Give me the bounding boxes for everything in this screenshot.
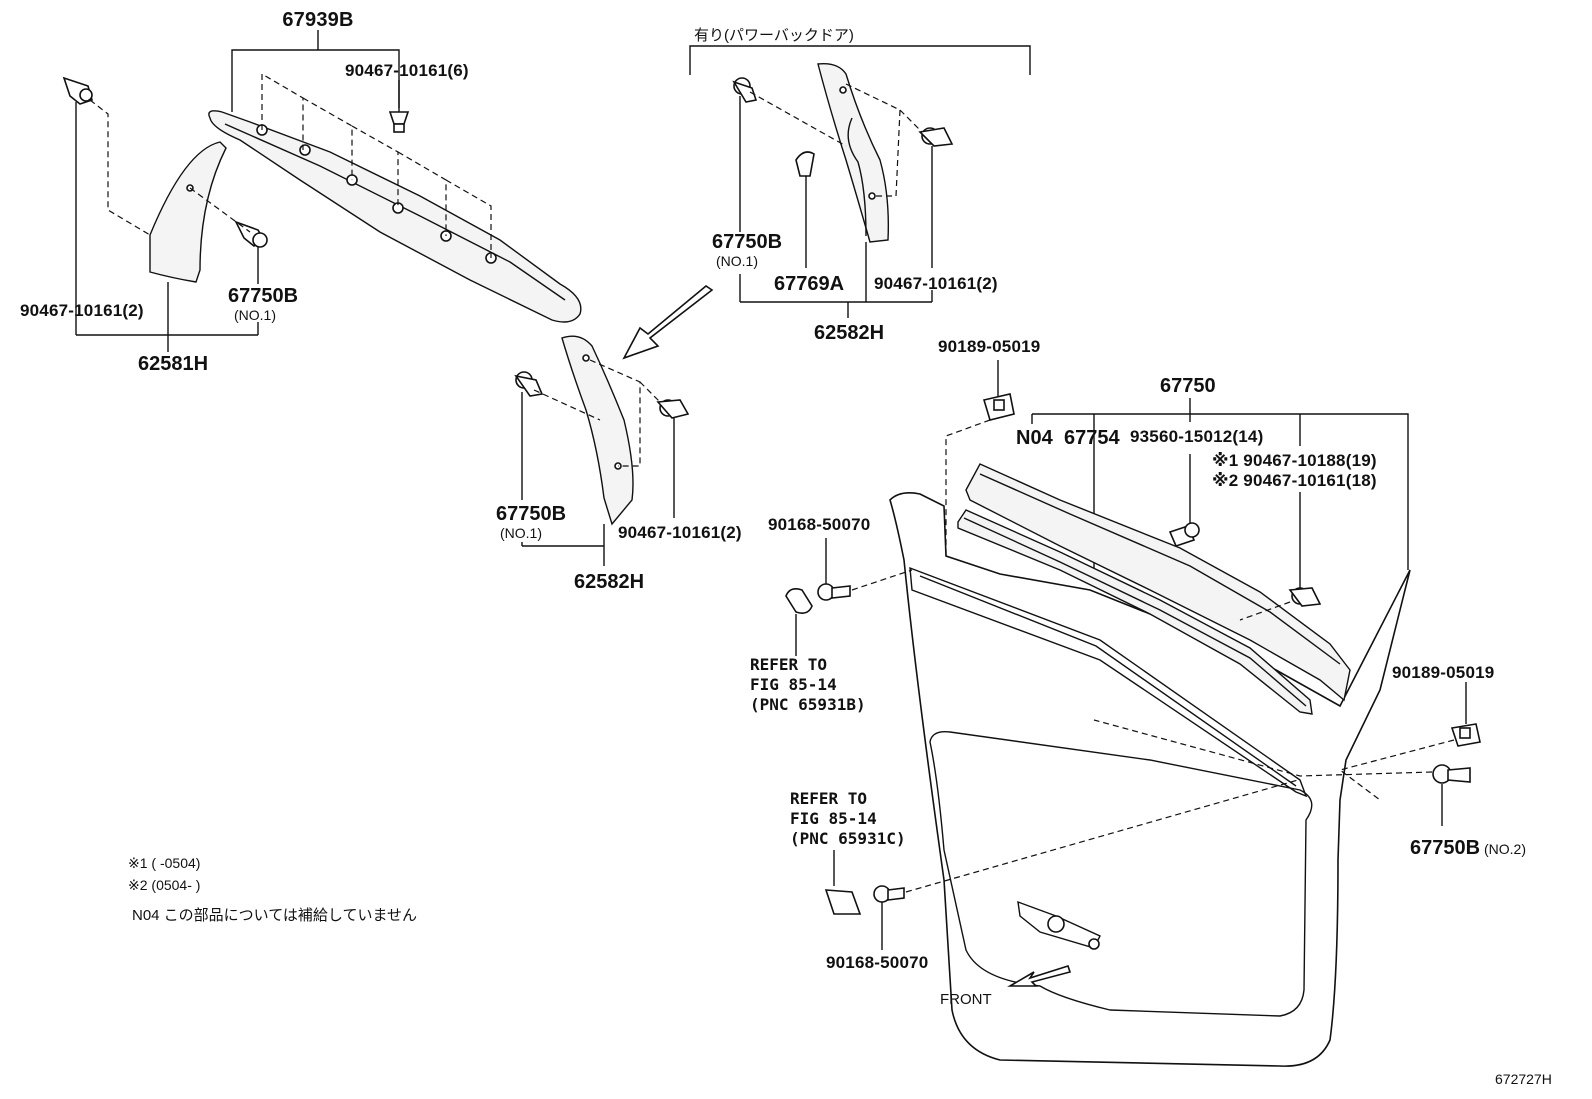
label-67939B: 67939B — [282, 9, 353, 31]
door-trim-group — [785, 360, 1481, 1067]
label-90467-10161-2b: 90467-10161(2) — [874, 274, 998, 293]
clip-left-icon — [62, 76, 93, 105]
label-ref1-line1: REFER TO — [750, 655, 827, 674]
clip-67750B-d-icon — [1432, 764, 1471, 784]
door-trim-panel-part — [889, 492, 1411, 1067]
screw-9016850070-a-icon — [817, 583, 851, 601]
clip-9046710188-icon — [1288, 587, 1322, 607]
label-ref2-line2: FIG 85-14 — [790, 809, 877, 828]
label-no1-c: (NO.1) — [500, 525, 542, 541]
label-67769A: 67769A — [774, 273, 844, 295]
label-90189-05019-b: 90189-05019 — [1392, 663, 1494, 682]
note-2: ※2 (0504- ) — [128, 877, 200, 893]
label-67750B-b: 67750B — [712, 231, 782, 253]
label-90467-10161-18: ※2 90467-10161(18) — [1212, 471, 1377, 490]
label-ref2-line3: (PNC 65931C) — [790, 829, 906, 848]
label-90168-50070-a: 90168-50070 — [768, 515, 870, 534]
label-62582H-a: 62582H — [814, 322, 884, 344]
pillar-62582H-b-part — [561, 335, 634, 526]
screw-9016850070-b-icon — [873, 885, 905, 903]
upper-strip-N04-part — [965, 463, 1351, 702]
front-arrow-icon — [1007, 965, 1072, 987]
labels: 67939B 90467-10161(6) 90467-10161(2) 677… — [20, 9, 1552, 1087]
label-ref1-line3: (PNC 65931B) — [750, 695, 866, 714]
label-67750: 67750 — [1160, 375, 1216, 397]
clip-67750B-b-icon — [732, 77, 758, 103]
clip-67769A-icon — [795, 151, 815, 177]
label-90189-05019-a: 90189-05019 — [938, 337, 1040, 356]
pillar-62581H-part — [149, 141, 227, 283]
label-ref1-line2: FIG 85-14 — [750, 675, 837, 694]
label-93560-15012: 93560-15012(14) — [1130, 427, 1263, 446]
label-90467-10161-2c: 90467-10161(2) — [618, 523, 742, 542]
variant-group — [622, 45, 1031, 360]
clip-9046710161-6-icon — [388, 111, 410, 133]
label-67754: 67754 — [1064, 427, 1120, 449]
label-90168-50070-b: 90168-50070 — [826, 953, 928, 972]
label-no2: (NO.2) — [1484, 841, 1526, 857]
label-67750B-d: 67750B — [1410, 837, 1480, 859]
label-no1-a: (NO.1) — [234, 307, 276, 323]
ref-65931C-part — [824, 889, 862, 915]
label-62582H-b: 62582H — [574, 571, 644, 593]
note-3: N04 この部品については補給していません — [132, 907, 417, 924]
label-67750B-a: 67750B — [228, 285, 298, 307]
label-variant: 有り(パワーバックドア) — [694, 27, 854, 44]
label-N04: N04 — [1016, 427, 1054, 449]
clip-9046710161-2c-icon — [656, 399, 690, 419]
inner-strip-67754-part — [957, 509, 1313, 715]
label-62581H: 62581H — [138, 353, 208, 375]
label-front: FRONT — [940, 991, 992, 1008]
direction-arrow-icon — [622, 285, 714, 360]
label-ref2-line1: REFER TO — [790, 789, 867, 808]
label-90467-10161-6: 90467-10161(6) — [345, 61, 469, 80]
label-90467-10188: ※1 90467-10188(19) — [1212, 451, 1377, 470]
figure-number: 672727H — [1495, 1071, 1552, 1087]
clip-9018905019-a-icon — [982, 393, 1015, 421]
label-no1-b: (NO.1) — [716, 253, 758, 269]
clip-9356015012-icon — [1168, 522, 1200, 547]
ref-65931B-part — [785, 588, 813, 614]
roof-moulding-part — [208, 110, 582, 323]
clip-67750B-a-icon — [234, 220, 268, 248]
clip-9046710161-2b-icon — [918, 127, 954, 147]
note-1: ※1 ( -0504) — [128, 855, 200, 871]
clip-9018905019-b-icon — [1450, 723, 1481, 747]
label-90467-10161-2a: 90467-10161(2) — [20, 301, 144, 320]
pillar-62582H-group — [514, 335, 690, 566]
top-moulding-group — [62, 30, 582, 352]
label-67750B-c: 67750B — [496, 503, 566, 525]
